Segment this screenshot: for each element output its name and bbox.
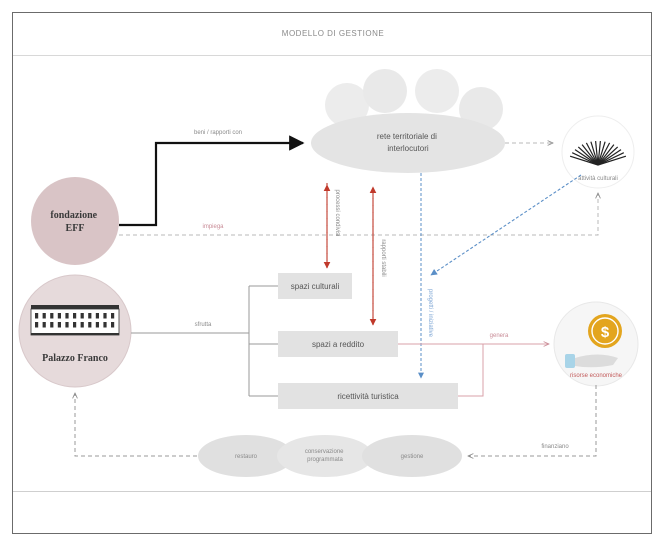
fondazione-node	[31, 177, 119, 265]
palazzo-label: Palazzo Franco	[42, 353, 108, 364]
attivita-label: attività culturali	[578, 176, 618, 182]
edge-fondazione-attivita	[119, 193, 598, 236]
svg-text:$: $	[601, 324, 610, 341]
rete-territoriale-node	[311, 69, 505, 173]
fondazione-label-line-2: EFF	[66, 223, 85, 234]
edge-sfrutta-label: sfrutta	[195, 322, 212, 328]
rete-label-line-2: interlocutori	[387, 144, 429, 153]
edge-cycle-palazzo	[75, 393, 197, 457]
ricettivita-box	[278, 383, 458, 409]
edge-impiega-label: impiega	[202, 224, 224, 230]
palazzo-building-icon	[30, 305, 120, 336]
attivita-culturali-node	[561, 115, 635, 189]
vertical-label-1: processi condivisi	[334, 189, 340, 236]
risorse-label: risorse economiche	[570, 373, 623, 379]
fondazione-label-line-1: fondazione	[50, 210, 97, 221]
cycle-2-line-1: conservazione	[305, 449, 344, 455]
spazi-culturali-label: spazi culturali	[291, 282, 340, 291]
edge-beni-label: beni / rapporti con	[194, 130, 242, 136]
diagram-title: MODELLO DI GESTIONE	[281, 29, 385, 38]
fondazione-label: fondazione EFF	[50, 210, 99, 234]
cycle-gestione	[362, 435, 462, 477]
cycle-1-label: restauro	[235, 454, 258, 460]
spazi-culturali-box	[278, 273, 352, 299]
bottom-divider	[13, 491, 651, 492]
cycle-3-label: gestione	[401, 454, 424, 460]
edge-attivita-spazi	[430, 174, 582, 276]
vertical-label-3: progetti / iniziative	[427, 289, 433, 338]
edge-genera-label: genera	[490, 333, 509, 339]
diagram-frame: MODELLO DI GESTIONE rete territoriale di…	[12, 12, 652, 534]
ricettivita-label: ricettività turistica	[337, 392, 399, 401]
cycle-2-line-2: programmata	[307, 457, 343, 463]
spazi-reddito-box	[278, 331, 398, 357]
cycle-restauro	[198, 435, 294, 477]
rete-label: rete territoriale di interlocutori	[377, 132, 439, 153]
spazi-reddito-label: spazi a reddito	[312, 340, 365, 349]
cycle-conservazione	[277, 435, 373, 477]
edge-spazi-risorse	[398, 344, 549, 397]
coin-hand-icon: $	[565, 314, 622, 368]
edge-finanziano-label: finanziano	[541, 444, 569, 450]
rete-label-line-1: rete territoriale di	[377, 132, 437, 141]
cycle-2-label: conservazione programmata	[305, 449, 345, 463]
bracket-spazi	[248, 285, 278, 397]
edge-fondazione-rete	[119, 135, 305, 227]
edge-risorse-cycle	[468, 385, 597, 456]
vertical-label-2: rapporti stabili	[380, 239, 386, 276]
management-model-diagram: rete territoriale di interlocutori attiv…	[18, 69, 639, 477]
title-divider	[13, 55, 651, 56]
